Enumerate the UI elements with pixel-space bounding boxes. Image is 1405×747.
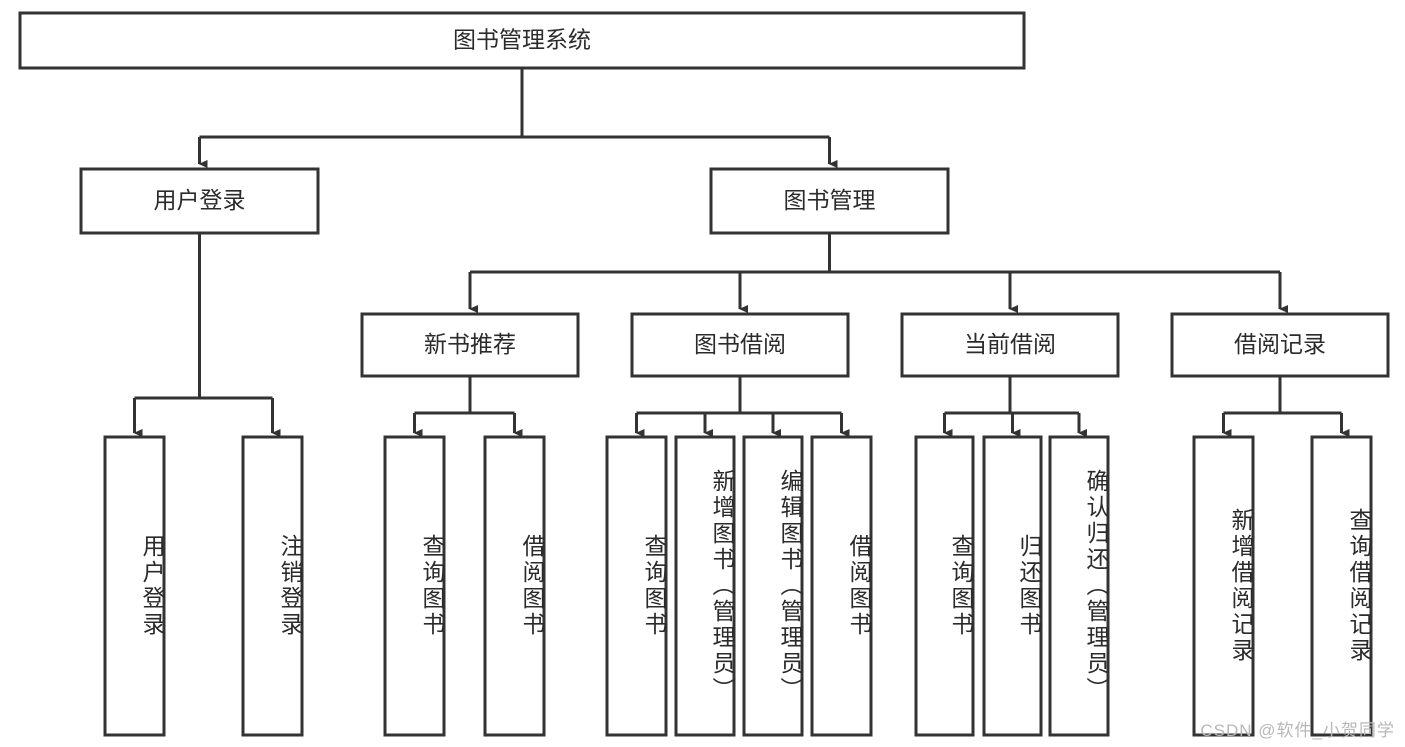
node-leaf-add-record[interactable] [1192, 435, 1255, 737]
node-label-borrow-record: 借阅记录 [1234, 331, 1326, 357]
node-leaf-return-book[interactable] [982, 435, 1043, 737]
node-leaf-confirm-return[interactable] [1048, 435, 1110, 737]
node-borrow-record[interactable] [1170, 312, 1390, 378]
node-boxes [18, 11, 1390, 737]
node-label-user-login: 用户登录 [154, 187, 246, 213]
node-book-borrow[interactable] [630, 312, 850, 378]
csdn-watermark: CSDN @软件_小贺同学 [1200, 721, 1395, 740]
node-user-login[interactable] [79, 167, 320, 235]
node-leaf-query-record[interactable] [1310, 435, 1373, 737]
node-leaf-edit-book[interactable] [742, 435, 804, 737]
node-root[interactable] [18, 11, 1026, 70]
node-leaf-user-login[interactable] [103, 435, 166, 737]
node-leaf-logout[interactable] [241, 435, 304, 737]
node-leaf-query-book-3[interactable] [914, 435, 975, 737]
node-leaf-query-book-1[interactable] [383, 435, 446, 737]
node-leaf-query-book-2[interactable] [605, 435, 668, 737]
node-leaf-borrow-book-1[interactable] [483, 435, 546, 737]
node-current-borrow[interactable] [900, 312, 1120, 378]
node-leaf-borrow-book-2[interactable] [810, 435, 873, 737]
node-new-book-recommend[interactable] [360, 312, 580, 378]
connector-lines [133, 68, 1350, 437]
node-book-manage[interactable] [709, 167, 950, 235]
node-label-book-borrow: 图书借阅 [694, 331, 786, 357]
node-leaf-add-book[interactable] [674, 435, 736, 737]
node-label-new-book-recommend: 新书推荐 [424, 331, 516, 357]
node-label-current-borrow: 当前借阅 [964, 331, 1056, 357]
node-label-root: 图书管理系统 [453, 27, 591, 53]
node-label-book-manage: 图书管理 [784, 187, 876, 213]
